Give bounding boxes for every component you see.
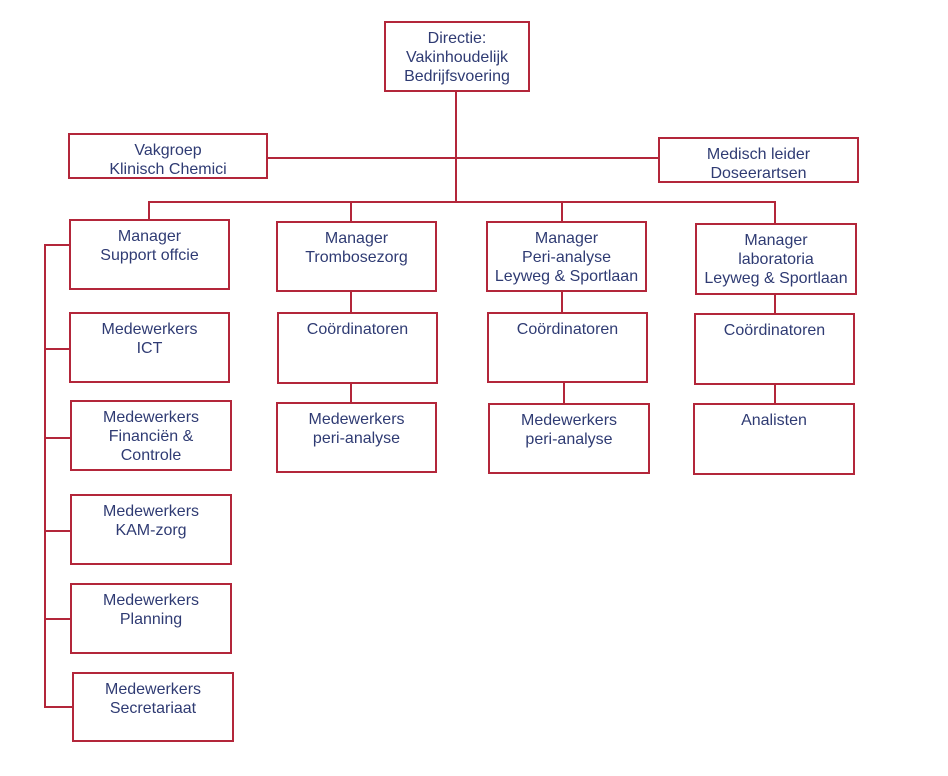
connector-support-left-vertical xyxy=(44,244,46,708)
node-medewerkers-planning: Medewerkers Planning xyxy=(70,583,232,654)
node-manager-trombosezorg: Manager Trombosezorg xyxy=(276,221,437,292)
connector-drop-peri-analyse xyxy=(561,201,563,223)
connector-drop-support xyxy=(148,201,150,221)
node-coordinatoren-peri-analyse: Coördinatoren xyxy=(487,312,648,383)
node-manager-laboratoria: Manager laboratoria Leyweg & Sportlaan xyxy=(695,223,857,295)
node-vakgroep: Vakgroep Klinisch Chemici xyxy=(68,133,268,179)
connector-branch-financien xyxy=(44,437,72,439)
connector-laboratoria-to-coordinatoren xyxy=(774,293,776,315)
node-medewerkers-secretariaat: Medewerkers Secretariaat xyxy=(72,672,234,742)
connector-branch-secretariaat xyxy=(44,706,74,708)
connector-drop-trombosezorg xyxy=(350,201,352,223)
connector-branch-kam xyxy=(44,530,72,532)
connector-peri-to-coordinatoren xyxy=(561,290,563,314)
connector-trombosezorg-to-coordinatoren xyxy=(350,290,352,314)
connector-directie-trunk xyxy=(455,90,457,202)
node-coordinatoren-laboratoria: Coördinatoren xyxy=(694,313,855,385)
node-manager-support: Manager Support offcie xyxy=(69,219,230,290)
connector-managers-horizontal xyxy=(148,201,776,203)
node-medewerkers-ict: Medewerkers ICT xyxy=(69,312,230,383)
connector-branch-ict xyxy=(44,348,70,350)
node-medewerkers-peri-trombosezorg: Medewerkers peri-analyse xyxy=(276,402,437,473)
node-medewerkers-kam: Medewerkers KAM-zorg xyxy=(70,494,232,565)
node-directie: Directie: Vakinhoudelijk Bedrijfsvoering xyxy=(384,21,530,92)
connector-staff-horizontal xyxy=(266,157,660,159)
node-medewerkers-peri-analyse: Medewerkers peri-analyse xyxy=(488,403,650,474)
node-coordinatoren-trombosezorg: Coördinatoren xyxy=(277,312,438,384)
connector-branch-planning xyxy=(44,618,72,620)
connector-drop-laboratoria xyxy=(774,201,776,225)
node-manager-peri-analyse: Manager Peri-analyse Leyweg & Sportlaan xyxy=(486,221,647,292)
connector-peri-coordinatoren-to-medewerkers xyxy=(563,381,565,405)
connector-branch-support xyxy=(44,244,70,246)
node-medewerkers-financien: Medewerkers Financiën & Controle xyxy=(70,400,232,471)
connector-laboratoria-coordinatoren-to-analisten xyxy=(774,383,776,405)
node-medisch-leider: Medisch leider Doseerartsen xyxy=(658,137,859,183)
node-analisten: Analisten xyxy=(693,403,855,475)
connector-trombosezorg-coordinatoren-to-medewerkers xyxy=(350,382,352,404)
